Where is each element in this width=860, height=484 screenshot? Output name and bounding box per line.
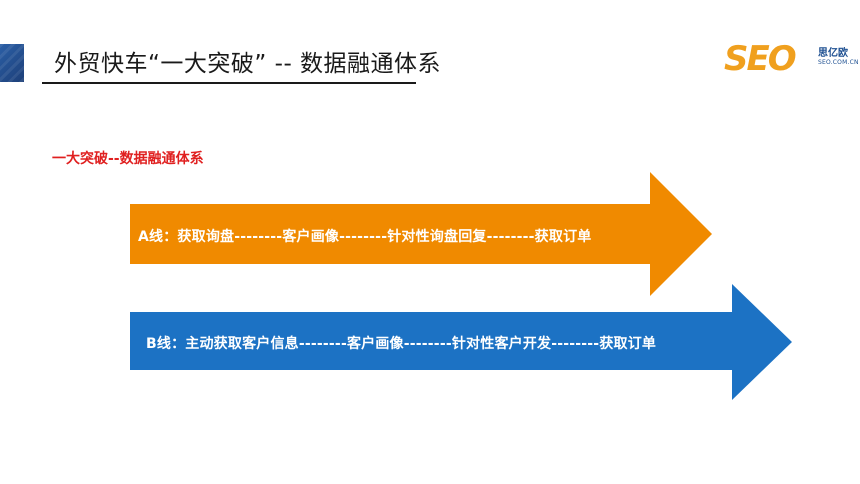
brand-logo: SEO 思亿欧 SEO.COM.CN bbox=[724, 39, 858, 79]
section-subtitle: 一大突破--数据融通体系 bbox=[52, 151, 204, 167]
logo-url: SEO.COM.CN bbox=[818, 59, 859, 66]
page-title: 外贸快车“一大突破” -- 数据融通体系 bbox=[54, 51, 442, 77]
logo-name-cn: 思亿欧 bbox=[818, 48, 848, 59]
arrow-a-body bbox=[130, 172, 712, 296]
arrow-b bbox=[130, 284, 794, 400]
arrow-b-shape bbox=[130, 284, 792, 400]
arrow-b-label: B线：主动获取客户信息--------客户画像--------针对性客户开发--… bbox=[146, 336, 657, 352]
arrow-a bbox=[130, 172, 714, 296]
header-accent-bar bbox=[0, 44, 24, 82]
title-underline bbox=[42, 82, 416, 84]
logo-wordmark: SEO bbox=[724, 39, 797, 79]
arrow-a-label: A线：获取询盘--------客户画像--------针对性询盘回复------… bbox=[138, 229, 592, 245]
arrow-b-body bbox=[130, 284, 792, 400]
arrow-a-shape bbox=[130, 172, 712, 296]
